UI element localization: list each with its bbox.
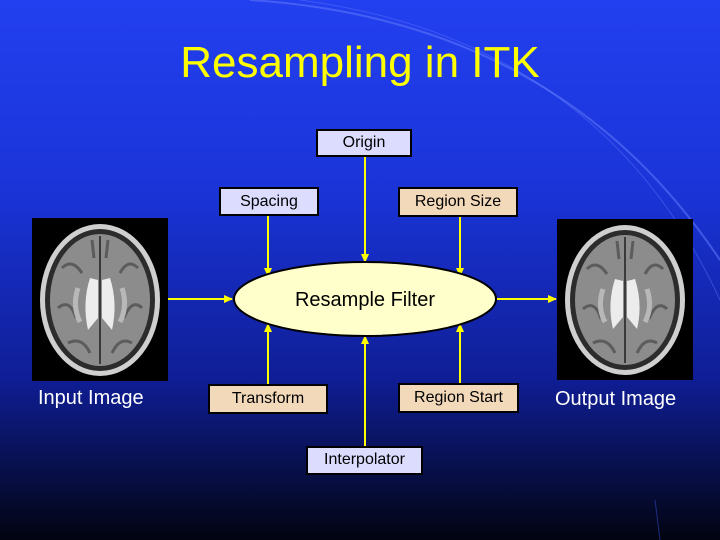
input-brain-image <box>32 218 168 381</box>
origin-box: Origin <box>316 129 412 157</box>
input-image-caption: Input Image <box>38 387 144 409</box>
output-image-caption: Output Image <box>555 388 677 410</box>
transform-box: Transform <box>208 384 328 414</box>
resample-filter-node <box>233 261 497 337</box>
interpolator-label: Interpolator <box>324 451 405 468</box>
region-size-box: Region Size <box>398 187 518 217</box>
interpolator-box: Interpolator <box>306 446 423 475</box>
region-start-box: Region Start <box>398 383 519 413</box>
slide-title: Resampling in ITK <box>180 38 540 87</box>
output-brain-image <box>557 219 693 380</box>
transform-label: Transform <box>231 390 305 407</box>
resample-filter-label: Resample Filter <box>295 289 435 311</box>
brain-mri-icon <box>40 224 160 376</box>
spacing-label: Spacing <box>240 193 298 210</box>
brain-mri-icon <box>565 225 685 375</box>
spacing-box: Spacing <box>219 187 319 216</box>
region-start-label: Region Start <box>414 389 503 406</box>
origin-label: Origin <box>342 134 386 151</box>
region-size-label: Region Size <box>414 193 502 210</box>
